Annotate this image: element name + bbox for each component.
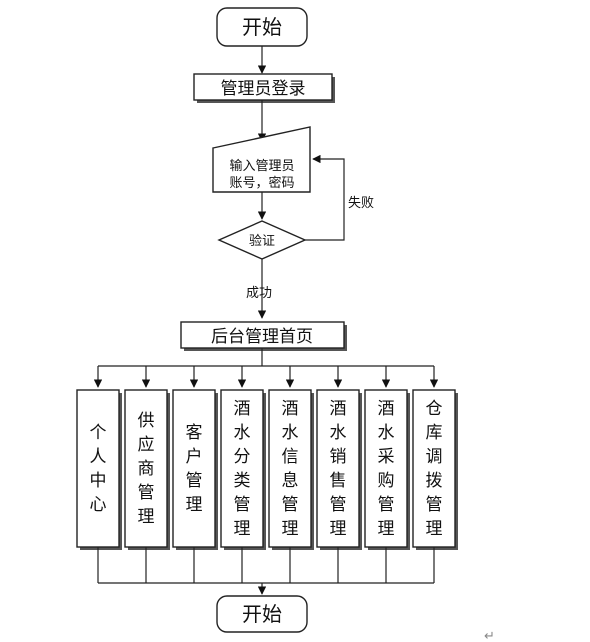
module-box-7: 仓库调拨管理 [412,389,458,550]
module-label-4: 酒水信息管理 [282,399,299,539]
module-label-3: 酒水分类管理 [234,399,251,539]
module-list: 个人中心 供应商管理 客户管理 酒水分类管理 酒水信息管理 酒水销售管理 酒水采购管理 仓库调… [76,389,458,550]
verify-label: 验证 [249,233,275,249]
module-box-4: 酒水信息管理 [268,389,314,550]
fail-label: 失败 [348,196,374,211]
module-label-2: 客户管理 [186,423,203,515]
admin-login-label: 管理员登录 [221,79,306,99]
module-label-0: 个人中心 [90,423,107,515]
input-label-line2: 账号，密码 [229,175,294,191]
input-label-line1: 输入管理员 [229,158,294,174]
backend-home-node: 后台管理首页 [180,321,347,351]
module-label-1: 供应商管理 [138,411,155,527]
return-mark: ↵ [484,629,495,642]
success-label: 成功 [246,286,272,301]
module-box-2: 客户管理 [172,389,218,550]
verify-node: 验证 [217,220,307,260]
module-box-3: 酒水分类管理 [220,389,266,550]
module-label-6: 酒水采购管理 [378,399,395,539]
module-label-7: 仓库调拨管理 [426,399,443,539]
module-box-5: 酒水销售管理 [316,389,362,550]
admin-login-node: 管理员登录 [193,73,335,103]
edge-fail-loop [305,154,345,241]
start-node: 开始 [216,7,308,47]
input-credentials-node: 输入管理员 账号，密码 [212,126,311,193]
module-box-6: 酒水采购管理 [364,389,410,550]
module-arrows [93,366,439,388]
start-label: 开始 [242,15,282,39]
module-label-5: 酒水销售管理 [330,399,347,539]
end-node: 开始 [216,595,308,633]
end-label: 开始 [242,602,282,626]
backend-home-label: 后台管理首页 [211,327,313,347]
module-merge-lines [97,547,435,583]
module-box-1: 供应商管理 [124,389,170,550]
module-box-0: 个人中心 [76,389,122,550]
